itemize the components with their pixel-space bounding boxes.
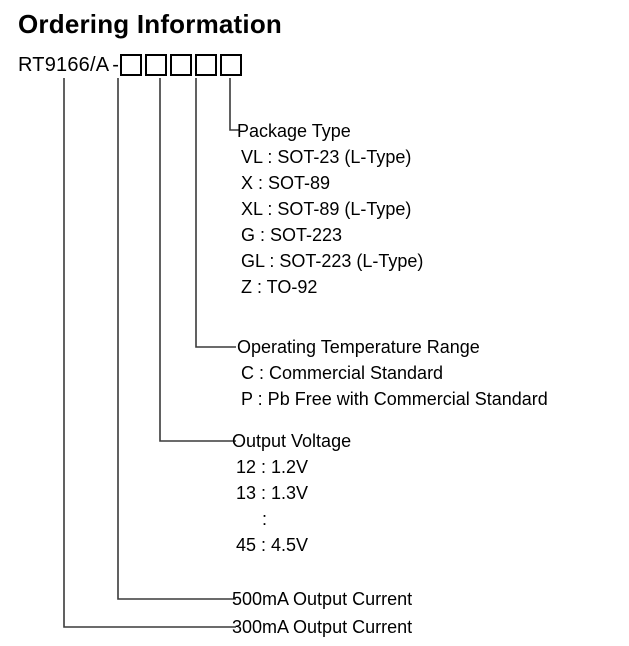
output-current-300-heading: 300mA Output Current [232,617,413,637]
output-voltage-heading: Output Voltage [232,431,352,451]
ordering-code-box-3 [169,54,192,76]
ordering-code-boxes [119,54,242,76]
ordering-code-box-5 [219,54,242,76]
leader-line-output-current-300 [63,78,236,628]
package-type-option: GL : SOT-223 (L-Type) [241,251,424,271]
ordering-code-box-4 [194,54,217,76]
section-output-current-300: 300mA Output Current [232,614,412,640]
output-voltage-option: 12 : 1.2V [236,457,309,477]
package-type-option: G : SOT-223 [241,225,343,245]
section-output-current-500: 500mA Output Current [232,586,412,612]
leader-line-operating-temperature [195,78,236,348]
package-type-option: X : SOT-89 [241,173,331,193]
part-number-dash: - [112,54,119,76]
package-type-option: XL : SOT-89 (L-Type) [241,199,412,219]
ordering-code-box-2 [144,54,167,76]
operating-temperature-option: P : Pb Free with Commercial Standard [241,389,548,409]
operating-temperature-heading: Operating Temperature Range [237,337,480,357]
ordering-code-box-1 [119,54,142,76]
output-voltage-option: 45 : 4.5V [236,535,309,555]
page-title: Ordering Information [18,9,282,39]
section-operating-temperature-range: Operating Temperature Range C : Commerci… [237,334,548,412]
part-number-row: RT9166/A - [18,53,242,77]
section-package-type: Package Type VL : SOT-23 (L-Type) X : SO… [237,118,423,300]
section-output-voltage: Output Voltage 12 : 1.2V 13 : 1.3V : 45 … [232,428,351,558]
package-type-heading: Package Type [237,121,351,141]
output-voltage-ellipsis: : [262,509,268,529]
output-voltage-option: 13 : 1.3V [236,483,309,503]
operating-temperature-option: C : Commercial Standard [241,363,444,383]
output-current-500-heading: 500mA Output Current [232,589,413,609]
part-number-text: RT9166/A [18,54,110,76]
leader-line-output-voltage [159,78,236,442]
leader-line-output-current-500 [117,78,236,600]
package-type-option: VL : SOT-23 (L-Type) [241,147,412,167]
package-type-option: Z : TO-92 [241,277,318,297]
